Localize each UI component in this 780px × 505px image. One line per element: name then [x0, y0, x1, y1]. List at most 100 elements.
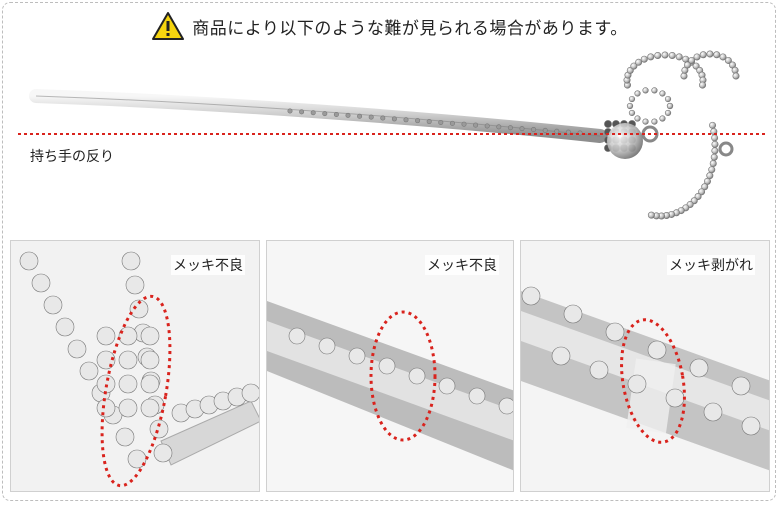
rhinestone-bead [661, 51, 669, 59]
rhinestone-bead [713, 51, 721, 59]
rhinestone-bead [604, 120, 612, 128]
rhinestone-bead [125, 275, 145, 295]
defect-photo-plating-1: メッキ不良 [10, 240, 260, 492]
wand-photo [18, 50, 766, 220]
rhinestone-bead [709, 160, 717, 168]
highlight-ellipse [620, 318, 686, 444]
rhinestone-bead [647, 211, 655, 219]
rhinestone-bead [310, 110, 316, 116]
rhinestone-bead [627, 374, 647, 394]
rhinestone-bead [140, 326, 160, 346]
rhinestone-bead [498, 397, 513, 415]
rhinestone-bead [299, 109, 305, 115]
rhinestone-bead [415, 118, 421, 124]
rhinestone-bead [118, 374, 138, 394]
rhinestone-bead [711, 134, 719, 142]
rhinestone-bead [659, 90, 666, 97]
rhinestone-bead [118, 326, 138, 346]
rhinestone-bead [391, 116, 397, 122]
rhinestone-bead [357, 113, 363, 119]
rhinestone-bead [701, 183, 709, 191]
rhinestone-bead [149, 419, 169, 439]
panel-caption-1: メッキ不良 [171, 255, 245, 275]
plating-defect-photo [267, 241, 513, 491]
rhinestone-bead [484, 123, 490, 129]
rhinestone-bead [741, 416, 761, 436]
rhinestone-bead [521, 286, 541, 306]
rhinestone-bead [635, 58, 643, 66]
rhinestone-bead [731, 66, 739, 74]
rhinestone-bead [322, 111, 328, 117]
rhinestone-bead [115, 427, 135, 447]
rhinestone-bead [368, 114, 374, 120]
rhinestone-bead [665, 388, 685, 408]
rhinestone-bead [140, 350, 160, 370]
rhinestone-bead [688, 56, 696, 64]
rhinestone-bead [96, 374, 116, 394]
rhinestone-bead [709, 121, 717, 129]
rhinestone-bead [461, 121, 467, 127]
plating-defect-photo [11, 241, 259, 491]
rhinestone-bead [699, 51, 707, 59]
panel-caption-2: メッキ不良 [425, 255, 499, 275]
rhinestone-bead [67, 339, 87, 359]
rhinestone-bead [449, 120, 455, 126]
panel-caption-3: メッキ剥がれ [667, 255, 755, 275]
rhinestone-bead [651, 118, 658, 125]
rhinestone-bead [118, 350, 138, 370]
rhinestone-bead [708, 166, 716, 174]
rhinestone-bead [626, 102, 634, 110]
rhinestone-bead [468, 387, 486, 405]
rhinestone-bead [378, 357, 396, 375]
defect-photo-plating-2: メッキ不良 [266, 240, 514, 492]
notice-text: 商品により以下のような難が見られる場合があります。 [192, 18, 628, 39]
rhinestone-bead [241, 383, 259, 403]
rhinestone-bead [96, 398, 116, 418]
notice-banner: 商品により以下のような難が見られる場合があります。 [0, 10, 780, 42]
rhinestone-bead [531, 126, 537, 132]
rhinestone-bead [43, 295, 63, 315]
rhinestone-bead [703, 177, 711, 185]
rhinestone-bead [651, 87, 658, 94]
rhinestone-bead [554, 128, 560, 134]
rhinestone-bead [345, 112, 351, 118]
rhinestone-bead [565, 129, 571, 135]
rhinestone-bead [675, 53, 683, 61]
rhinestone-bead [731, 376, 751, 396]
rhinestone-bead [438, 377, 456, 395]
rhinestone-bead [55, 317, 75, 337]
rhinestone-bead [507, 125, 513, 131]
rhinestone-bead [318, 337, 336, 355]
rhinestone-bead [563, 304, 583, 324]
rhinestone-bead [79, 361, 99, 381]
rhinestone-bead [333, 112, 339, 118]
rhinestone-bead [288, 327, 306, 345]
rhinestone-bead [96, 326, 116, 346]
rhinestone-bead [659, 115, 666, 122]
rhinestone-bead [129, 299, 149, 319]
rhinestone-bead [96, 350, 116, 370]
rhinestone-bead [140, 374, 160, 394]
rhinestone-bead [438, 119, 444, 125]
rhinestone-bead [408, 367, 426, 385]
rhinestone-bead [121, 251, 141, 271]
rhinestone-bead [680, 72, 688, 80]
rhinestone-bead [664, 109, 672, 117]
rhinestone-bead [140, 398, 160, 418]
highlight-ellipse [100, 294, 172, 488]
rhinestone-bead [473, 122, 479, 128]
rhinestone-bead [605, 322, 625, 342]
rhinestone-bead [710, 153, 718, 161]
rhinestone-bead [693, 53, 701, 61]
rhinestone-bead [153, 443, 173, 463]
rhinestone-bead [647, 340, 667, 360]
rhinestone-bead [666, 102, 674, 110]
rhinestone-bead [348, 347, 366, 365]
rhinestone-bead [698, 188, 706, 196]
rhinestone-bead [542, 127, 548, 133]
warning-triangle-icon [152, 12, 185, 40]
rhinestone-bead [496, 124, 502, 130]
rhinestone-bead [682, 55, 690, 63]
rhinestone-bead [628, 109, 636, 117]
